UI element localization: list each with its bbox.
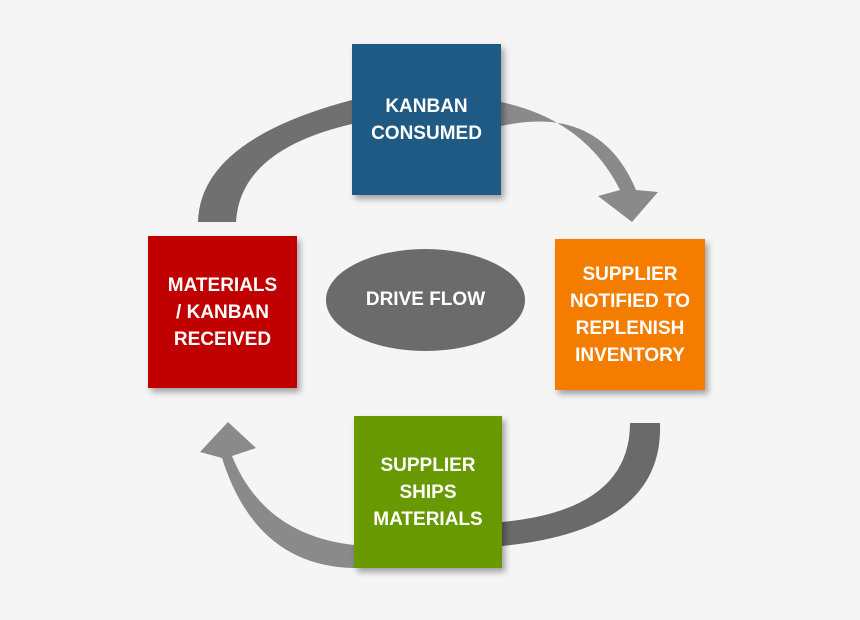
arc-right-to-bottom: [502, 423, 661, 546]
node-kanban-consumed: KANBAN CONSUMED: [352, 44, 501, 195]
node-supplier-ships: SUPPLIER SHIPS MATERIALS: [354, 416, 502, 568]
arrow-top-to-right: [501, 102, 658, 222]
arc-left-to-top: [198, 100, 352, 222]
center-ellipse: DRIVE FLOW: [326, 249, 525, 351]
node-supplier-notified: SUPPLIER NOTIFIED TO REPLENISH INVENTORY: [555, 239, 705, 390]
center-label: DRIVE FLOW: [365, 289, 486, 310]
arrow-bottom-to-left: [200, 422, 354, 568]
node-materials-received: MATERIALS / KANBAN RECEIVED: [148, 236, 297, 388]
